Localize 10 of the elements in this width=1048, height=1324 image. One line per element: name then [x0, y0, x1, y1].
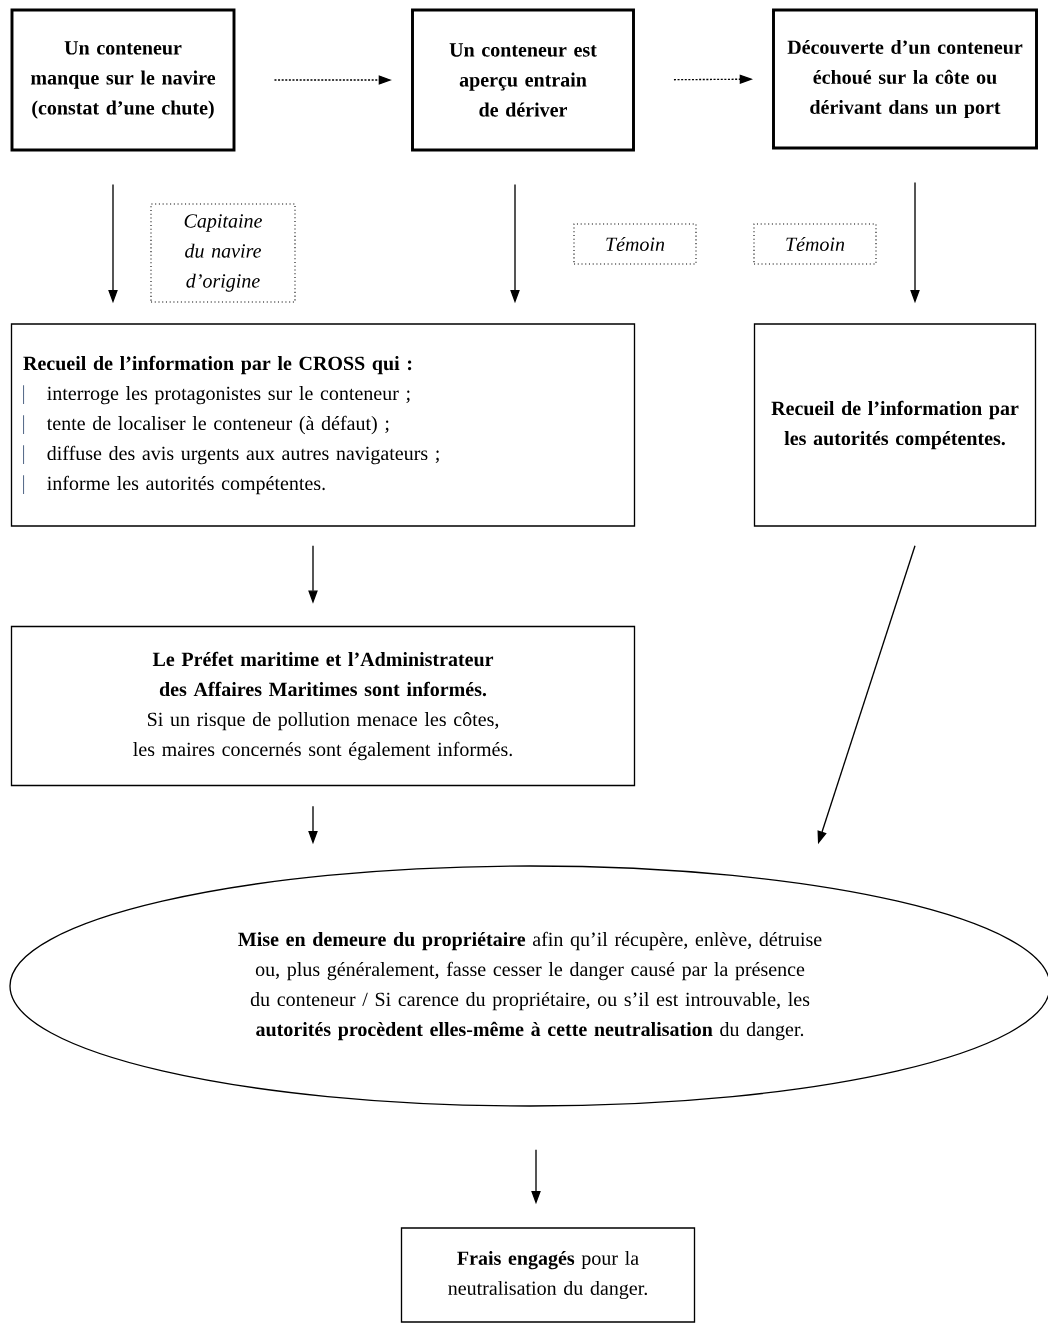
process-box: Frais engagés pour la neutralisation du danger. [400, 1227, 696, 1323]
process-box: Un conteneur manque sur le navire (constat d’une chute) [10, 8, 236, 152]
process-box: Un conteneur est aperçu entrain de dériver [411, 8, 635, 152]
process-box: Découverte d’un conteneur échoué sur la côte ou dérivant dans un port [772, 8, 1038, 150]
actor-box: Capitaine du navire d’origine [150, 203, 296, 303]
process-box: Recueil de l’information par les autorités compétentes. [753, 323, 1037, 527]
process-box: Recueil de l’information par le CROSS qui : interroge les protagonistes sur le conteneur ; tente de localiser le conteneur (à défaut) ; diffuse des avis urgents aux autres navigateurs ; informe les autorités compétentes. [10, 323, 636, 527]
process-box: Le Préfet maritime et l’Administrateur des Affaires Maritimes sont informés. Si un risque de pollution menace les côtes, les maires concernés sont également informés. [10, 625, 636, 787]
actor-box: Témoin [573, 223, 697, 265]
actor-box: Témoin [753, 223, 877, 265]
